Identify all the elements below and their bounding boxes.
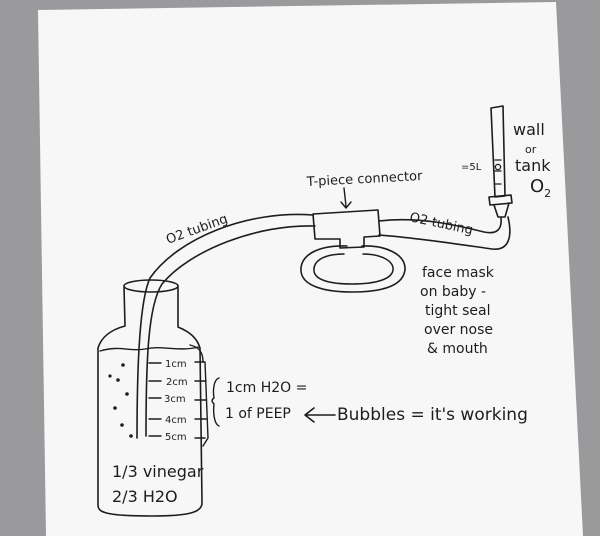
- water-bottle: [97, 279, 203, 517]
- peep-line-2: 1 of PEEP: [225, 406, 291, 422]
- peep-bracket: [211, 377, 220, 427]
- mark-4cm: 4cm: [165, 415, 187, 426]
- vinegar-label: 1/3 vinegar: [112, 462, 204, 481]
- peep-line-1: 1cm H2O =: [226, 380, 307, 396]
- depth-markings: 1cm 2cm 3cm 4cm 5cm: [148, 344, 209, 447]
- flow-mark-label: =5L: [461, 162, 482, 173]
- wall-label: wall: [513, 120, 545, 139]
- o2-label: O2: [530, 176, 551, 200]
- face-mask: [300, 245, 406, 293]
- mark-1cm: 1cm: [165, 359, 187, 370]
- t-piece-connector: [312, 209, 381, 249]
- mask-note-line-2: on baby -: [420, 284, 486, 300]
- t-piece-label: T-piece connector: [305, 169, 423, 190]
- mark-3cm: 3cm: [164, 394, 186, 405]
- right-o2-tubing: [378, 217, 502, 234]
- left-o2-tubing: [136, 213, 314, 439]
- water-label: 2/3 H2O: [112, 487, 178, 506]
- bubble-dots: [108, 363, 133, 438]
- paper-sheet: [38, 2, 583, 536]
- mark-2cm: 2cm: [166, 377, 188, 388]
- tank-label: tank: [515, 156, 551, 175]
- bubbles-arrow: [304, 407, 336, 423]
- mask-note-line-4: over nose: [424, 322, 493, 338]
- mark-5cm: 5cm: [165, 432, 187, 443]
- oxygen-flowmeter: [488, 105, 513, 218]
- mask-note-line-1: face mask: [422, 265, 495, 281]
- mask-note-line-5: & mouth: [427, 341, 488, 357]
- bubbles-note: Bubbles = it's working: [337, 405, 528, 425]
- mask-note-line-3: tight seal: [425, 303, 490, 319]
- or-label: or: [525, 143, 537, 156]
